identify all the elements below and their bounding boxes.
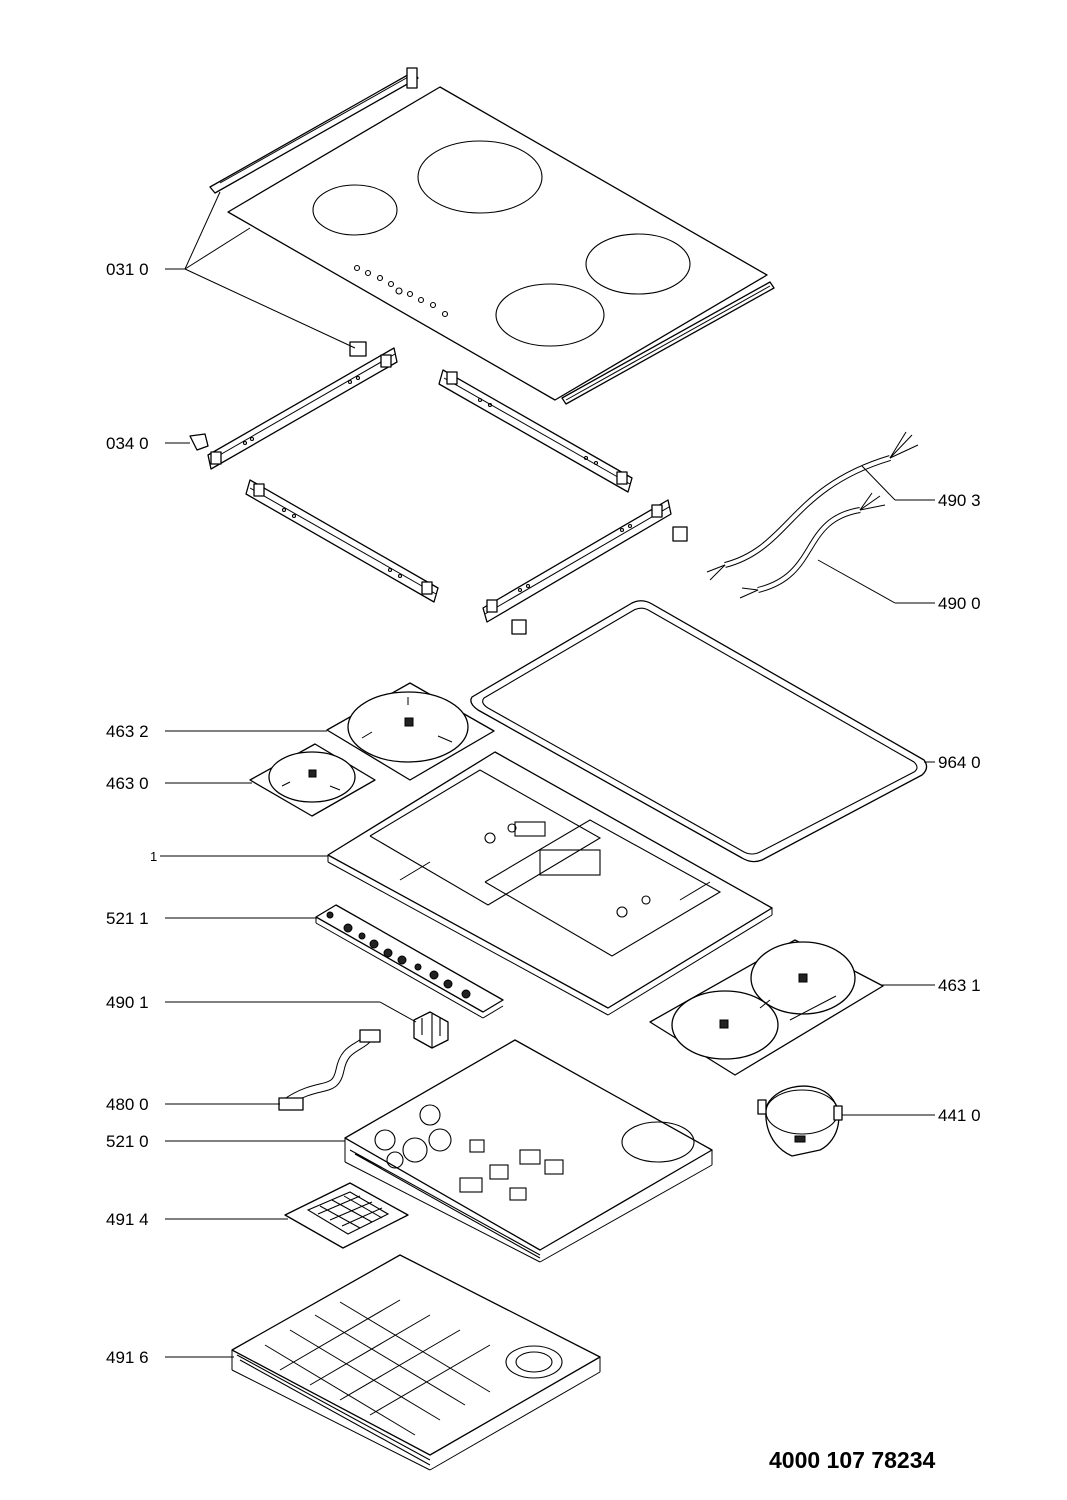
control-pcb-part [315,904,504,1019]
callout-521-1: 521 1 [106,909,149,928]
air-filter-part [284,1182,409,1249]
induction-coil-large [326,682,495,781]
leader-lines [160,191,935,1358]
terminal-block-part [413,1011,449,1049]
glass-cooktop-part [227,86,768,401]
callout-491-4: 491 4 [106,1210,149,1229]
document-number: 4000 107 78234 [769,1447,935,1473]
induction-coil-pair [649,939,884,1076]
ribbon-cable-part [278,1029,381,1111]
mains-cable-lower [739,492,886,599]
bottom-housing-part [231,1254,601,1471]
callout-491-6: 491 6 [106,1348,149,1367]
frame-rail-left-back [207,347,398,470]
coil-support-plate [327,751,773,1016]
callout-490-0: 490 0 [938,594,981,613]
callout-463-0: 463 0 [106,774,149,793]
frame-rail-right-back [438,369,633,493]
induction-coil-small [249,743,376,817]
callout-480-0: 480 0 [106,1095,149,1114]
callout-1: 1 [150,849,157,864]
callout-031-0: 031 0 [106,260,149,279]
callout-441-0: 441 0 [938,1106,981,1125]
callout-463-1: 463 1 [938,976,981,995]
sealing-gasket-part [470,600,928,863]
callout-521-0: 521 0 [106,1132,149,1151]
mains-cable-upper [706,431,919,581]
callout-463-2: 463 2 [106,722,149,741]
frame-rail-right-front [482,499,672,623]
callout-490-3: 490 3 [938,491,981,510]
callout-034-0: 034 0 [106,434,149,453]
power-board-housing [344,1039,713,1263]
top-edge-trim-front [561,281,775,405]
callout-490-1: 490 1 [106,993,149,1012]
callout-964-0: 964 0 [938,753,981,772]
top-edge-trim-back [209,67,419,194]
frame-rail-left-front [245,479,439,603]
fixing-clip-parts [189,341,688,635]
cooling-fan-part [757,1085,843,1157]
